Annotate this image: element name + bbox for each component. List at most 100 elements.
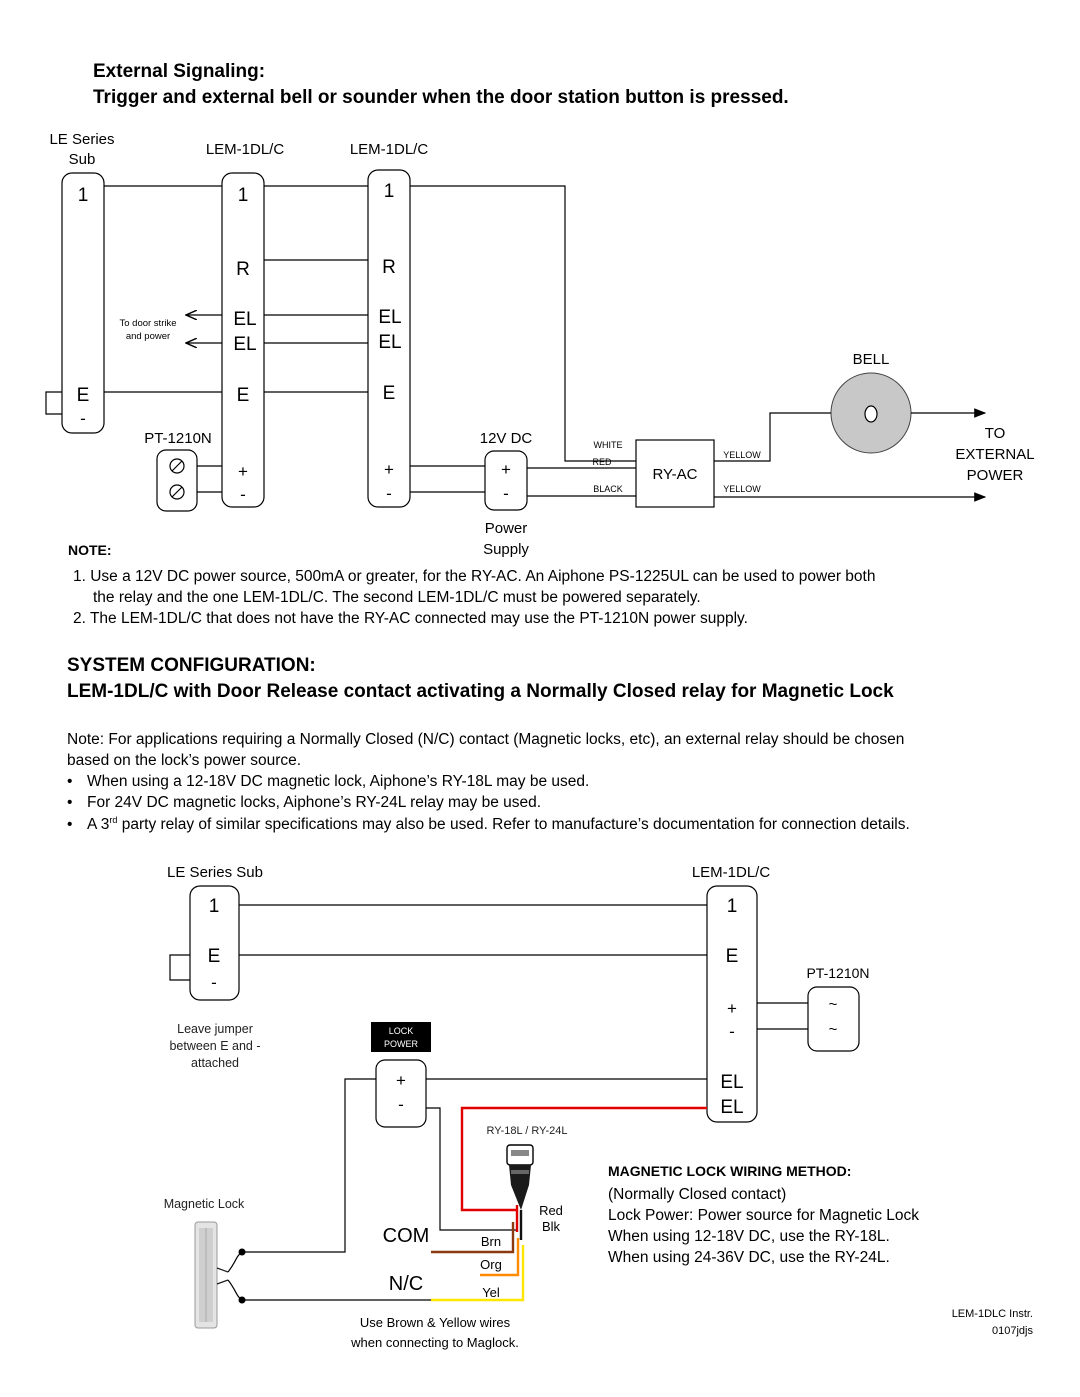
method-title: MAGNETIC LOCK WIRING METHOD: (608, 1163, 852, 1179)
bullet-item: •A 3rd party relay of similar specificat… (67, 815, 910, 834)
lem-b-term-el-1: EL (378, 307, 401, 328)
section2-note: Note: For applications requiring a Norma… (67, 731, 905, 748)
red-wire-label: RED (592, 457, 612, 467)
lem-b-unit (367, 169, 411, 508)
yellow-lead (431, 1245, 525, 1302)
bell-label: BELL (853, 351, 890, 368)
blk-label: Blk (542, 1219, 561, 1234)
bullet-item: •When using a 12-18V DC magnetic lock, A… (67, 773, 590, 790)
ps-term-plus: + (501, 460, 511, 479)
lock-power-plus: + (396, 1071, 406, 1090)
lem-term-minus: - (729, 1022, 735, 1041)
lock-power-label: LOCK (389, 1026, 414, 1036)
bullet-item: •For 24V DC magnetic locks, Aiphone’s RY… (67, 794, 542, 811)
method-line: When using 24-36V DC, use the RY-24L. (608, 1249, 890, 1266)
le-series-sub-label-2: Sub (69, 151, 96, 168)
lem-a-term-el-1: EL (233, 309, 256, 330)
ry-relay-label: RY-18L / RY-24L (487, 1125, 568, 1137)
wire-lock-minus (426, 1107, 516, 1231)
pt-1210n-label: PT-1210N (144, 430, 212, 447)
red-label: Red (539, 1203, 563, 1218)
to-external-power-label-2: EXTERNAL (955, 446, 1034, 463)
lem-a-label: LEM-1DL/C (206, 141, 285, 158)
lock-terminal-dot-2 (238, 1296, 246, 1304)
magnetic-lock-icon (194, 1221, 229, 1329)
wire-red-el (460, 1106, 707, 1212)
lem-a-term-e: E (237, 385, 250, 406)
pt-screw-icon (169, 458, 185, 500)
le-series-sub-unit (61, 172, 105, 434)
brown-yellow-note-2: when connecting to Maglock. (350, 1335, 519, 1350)
to-external-power-label: TO (985, 425, 1006, 442)
jumper-note-3: attached (191, 1056, 239, 1070)
lem-b-term-e: E (383, 383, 396, 404)
brown-lead (431, 1222, 515, 1254)
black-wire-label: BLACK (593, 484, 623, 494)
section2-title: SYSTEM CONFIGURATION: (67, 655, 316, 676)
lock-power-label-2: POWER (384, 1039, 419, 1049)
lem-b-label: LEM-1DL/C (350, 141, 429, 158)
pt-tilde-2: ~ (829, 1021, 838, 1038)
ry-ac-label: RY-AC (652, 466, 697, 483)
le-term-minus: - (211, 973, 217, 992)
le-term-minus: - (80, 409, 86, 428)
le-term-1: 1 (209, 896, 220, 917)
org-label: Org (480, 1257, 502, 1272)
lem-b-term-1: 1 (384, 181, 395, 202)
pt-tilde-1: ~ (829, 996, 838, 1013)
external-signaling-diagram: LE Series Sub LEM-1DL/C LEM-1DL/C 1 E - … (45, 131, 1035, 558)
wire-1-to-relay-white (410, 185, 636, 462)
lem-a-term-1: 1 (238, 185, 249, 206)
lem-term-el-2: EL (720, 1097, 743, 1118)
section2-subtitle: LEM-1DL/C with Door Release contact acti… (67, 681, 894, 702)
yellow-wire-label-2: YELLOW (723, 484, 761, 494)
brn-label: Brn (481, 1234, 501, 1249)
lem-unit (706, 885, 758, 1123)
lem-term-el-1: EL (720, 1072, 743, 1093)
lem-term-e: E (726, 946, 739, 967)
to-external-power-label-3: POWER (967, 467, 1024, 484)
nc-label: N/C (389, 1273, 423, 1295)
footer-doc-code: 0107jdjs (992, 1325, 1033, 1337)
method-line: (Normally Closed contact) (608, 1186, 787, 1203)
le-series-sub-label: LE Series (49, 131, 114, 148)
note-item-1: 1. Use a 12V DC power source, 500mA or g… (73, 568, 876, 585)
orange-lead (480, 1238, 520, 1277)
lock-power-minus: - (398, 1095, 404, 1114)
jumper-note: Leave jumper (177, 1022, 253, 1036)
white-wire-label: WHITE (594, 440, 623, 450)
lock-power-badge (371, 1022, 431, 1052)
magnetic-lock-diagram: LE Series Sub LEM-1DL/C 1 E - Leave jump… (164, 864, 870, 1350)
footer-doc-id: LEM-1DLC Instr. (951, 1308, 1033, 1320)
ry-ac-relay (635, 439, 715, 508)
lem-b-term-minus: - (386, 484, 392, 503)
ps-term-minus: - (503, 484, 509, 503)
lock-terminal-dot-1 (238, 1248, 246, 1256)
power-supply-label-2: Supply (483, 541, 529, 558)
brown-yellow-note: Use Brown & Yellow wires (360, 1315, 511, 1330)
note-item-2: 2. The LEM-1DL/C that does not have the … (73, 610, 748, 627)
lock-lead-2 (227, 1279, 243, 1301)
door-strike-label: To door strike (119, 318, 176, 329)
le-term-e: E (208, 946, 221, 967)
power-supply-label: Power (485, 520, 528, 537)
section1-title: External Signaling: (93, 61, 266, 82)
door-strike-label-2: and power (126, 331, 170, 342)
lem-label: LEM-1DL/C (692, 864, 771, 881)
le-series-sub-unit (189, 885, 240, 1001)
lem-b-term-plus: + (384, 460, 394, 479)
lem-a-term-minus: - (240, 485, 246, 504)
lock-power-unit (375, 1059, 427, 1128)
pt-1210n-unit (156, 449, 198, 512)
lem-b-term-r: R (382, 257, 396, 278)
le-series-sub-label: LE Series Sub (167, 864, 263, 881)
section1-subtitle: Trigger and external bell or sounder whe… (93, 87, 789, 108)
com-label: COM (383, 1225, 430, 1247)
jumper-note-2: between E and - (169, 1039, 260, 1053)
lem-b-term-el-2: EL (378, 332, 401, 353)
lock-lead-1 (227, 1251, 243, 1273)
dc-label: 12V DC (480, 430, 533, 447)
wire-yellow-to-bell (714, 412, 831, 462)
lem-a-term-r: R (236, 259, 250, 280)
pt-1210n-label: PT-1210N (806, 965, 869, 981)
